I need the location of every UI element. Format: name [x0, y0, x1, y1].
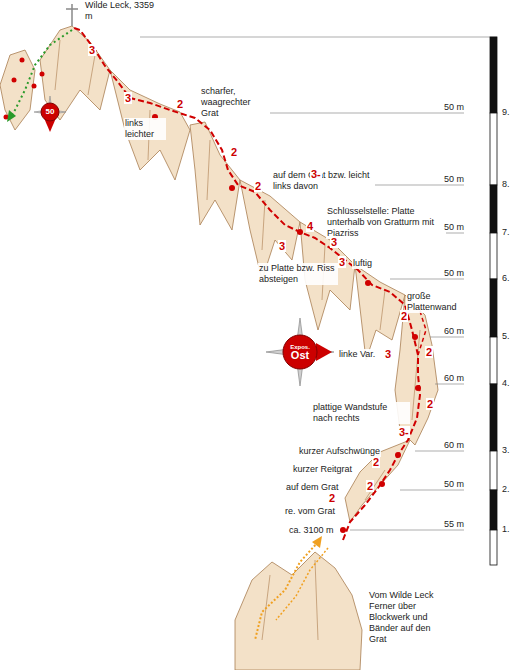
pitch-number: 6. — [502, 273, 510, 284]
exposure-compass: Expos.Ost — [282, 334, 318, 370]
route-note: zu Platte bzw. Riss absteigen — [258, 263, 338, 285]
grade-number: 2 — [425, 346, 433, 358]
compass-text: Ost — [291, 350, 309, 361]
grade-number: 2 — [176, 98, 184, 110]
grade-number: 2 — [230, 146, 238, 158]
pitch-length: 60 m — [440, 440, 464, 451]
pitch-length: 50 m — [440, 268, 464, 279]
grade-number: 3 — [278, 240, 286, 252]
grade-number: 3- — [398, 426, 410, 438]
grade-number: 3 — [330, 236, 338, 248]
route-note: luftig — [352, 258, 373, 269]
grade-number: 2 — [426, 398, 434, 410]
grade-number: 3 — [124, 92, 132, 104]
route-note: kurzer Reitgrat — [292, 464, 353, 475]
route-note: auf dem Grat bzw. leicht links davon — [272, 170, 374, 192]
pitch-length: 50 m — [440, 222, 464, 233]
grade-number: 4 — [306, 220, 314, 232]
grade-number: 2 — [254, 180, 262, 192]
route-note: ca. 3100 m — [288, 525, 335, 536]
grade-number: 3- — [310, 168, 322, 180]
route-note: plattige Wandstufe nach rechts — [312, 402, 410, 424]
pitch-number: 1. — [502, 524, 510, 535]
grade-number: 2 — [328, 492, 336, 504]
pitch-number: 7. — [502, 227, 510, 238]
grade-number: 2 — [372, 456, 380, 468]
route-note: Wilde Leck, 3359 m — [84, 0, 158, 22]
grade-number: 2 — [400, 310, 408, 322]
compass-text: 50 — [46, 108, 55, 116]
pitch-length: 60 m — [440, 326, 464, 337]
pitch-length: 55 m — [440, 519, 464, 530]
pitch-length: 50 m — [440, 102, 464, 113]
grade-number: 3 — [88, 44, 96, 56]
pitch-length: 50 m — [440, 479, 464, 490]
pitch-length: 50 m — [440, 174, 464, 185]
route-note: kurzer Aufschwünge — [298, 446, 381, 457]
pitch-number: 2. — [502, 484, 510, 495]
pitch-number: 9. — [502, 107, 510, 118]
route-note: große Plattenwand — [406, 291, 460, 313]
route-note: Schlüsselstelle: Platte unterhalb von Gr… — [326, 206, 446, 239]
grade-number: 3 — [338, 256, 346, 268]
pitch-number: 4. — [502, 378, 510, 389]
route-note: scharfer, waagrechter Grat — [200, 86, 268, 119]
pitch-length: 60 m — [440, 373, 464, 384]
route-note: linke Var. — [338, 349, 376, 360]
route-note: links leichter — [124, 118, 166, 140]
route-note: Vom Wilde Leck Ferner über Blockwerk und… — [368, 590, 442, 645]
route-note: re. vom Grat — [284, 506, 336, 517]
exposure-compass: 50 — [40, 102, 60, 122]
grade-number: 3 — [384, 348, 392, 360]
pitch-number: 3. — [502, 445, 510, 456]
grade-number: 2 — [366, 480, 374, 492]
pitch-number: 8. — [502, 179, 510, 190]
pitch-number: 5. — [502, 331, 510, 342]
